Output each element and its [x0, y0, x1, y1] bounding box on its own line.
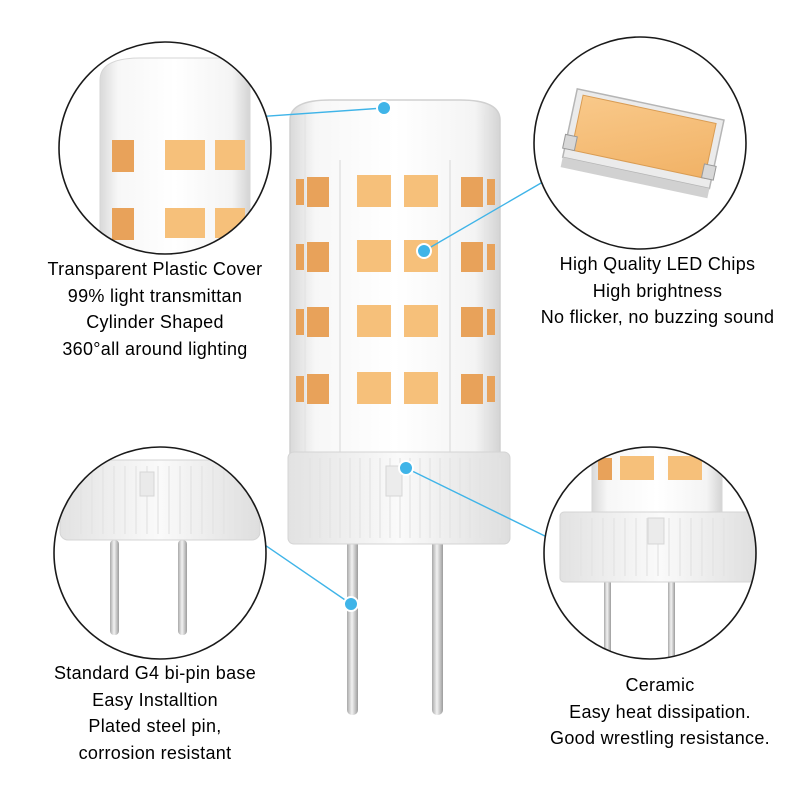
zoom-circle-base-pins — [53, 446, 267, 660]
led-chip — [357, 305, 391, 337]
caption-line: Ceramic — [625, 675, 695, 695]
led-chip — [404, 305, 438, 337]
caption-line: 99% light transmittan — [67, 285, 243, 306]
led-chip-side — [307, 242, 329, 272]
led-chip-side — [461, 177, 483, 207]
caption-line: 360°all around lighting — [62, 338, 248, 359]
caption-line: No flicker, no buzzing sound — [540, 307, 775, 327]
led-chip — [404, 175, 438, 207]
caption-line: corrosion resistant — [78, 742, 232, 763]
callout-dot-led — [416, 243, 432, 259]
led-chip-edge — [487, 244, 495, 270]
bulb-cover — [289, 99, 501, 461]
zoom-circle-cover — [58, 41, 272, 255]
led-chip — [357, 372, 391, 404]
led-chip-side — [461, 374, 483, 404]
led-chip-edge — [296, 376, 304, 402]
callout-dot-cover — [376, 100, 392, 116]
led-chip — [668, 456, 702, 480]
caption-line: Easy heat dissipation. — [569, 701, 751, 722]
caption-line: Good wrestling resistance. — [550, 728, 770, 748]
led-chip-edge — [296, 309, 304, 335]
caption-line: Transparent Plastic Cover — [47, 259, 263, 279]
caption-line: Cylinder Shaped — [86, 312, 224, 332]
led-chip-edge — [296, 179, 304, 205]
led-chip-side — [461, 242, 483, 272]
led-chip-side — [307, 307, 329, 337]
caption-line: High Quality LED Chips — [559, 254, 756, 274]
led-chip-edge — [487, 309, 495, 335]
led-chip-side — [598, 458, 612, 480]
led-chip — [165, 140, 205, 170]
zoom-circle-led-chip — [533, 36, 747, 250]
zoom-circle-ceramic — [543, 446, 757, 660]
led-chip — [404, 372, 438, 404]
bulb-pins — [347, 530, 443, 715]
caption-transparent-cover: Transparent Plastic Cover 99% light tran… — [0, 256, 310, 362]
led-chip-edge — [487, 376, 495, 402]
caption-line: Easy Installtion — [92, 689, 218, 710]
led-chip-edge — [487, 179, 495, 205]
callout-dot-ceramic — [398, 460, 414, 476]
led-chip-edge — [296, 244, 304, 270]
led-chip-side — [112, 140, 134, 172]
led-chip — [620, 456, 654, 480]
led-chip-side — [112, 208, 134, 240]
led-chip — [215, 140, 245, 170]
caption-g4-base: Standard G4 bi-pin base Easy Installtion… — [0, 660, 310, 766]
caption-line: Plated steel pin, — [88, 716, 222, 736]
caption-ceramic: Ceramic Easy heat dissipation. Good wres… — [520, 672, 800, 752]
bulb-ceramic-base — [287, 451, 511, 545]
led-chip — [357, 240, 391, 272]
led-chip-side — [461, 307, 483, 337]
caption-line: Standard G4 bi-pin base — [53, 663, 257, 683]
led-chip — [357, 175, 391, 207]
callout-dot-pin — [343, 596, 359, 612]
caption-line: High brightness — [592, 280, 723, 301]
caption-led-chips: High Quality LED Chips High brightness N… — [515, 251, 800, 331]
callout-dots — [343, 100, 432, 612]
led-chip — [165, 208, 205, 238]
led-chip-side — [307, 177, 329, 207]
led-chip-side — [307, 374, 329, 404]
